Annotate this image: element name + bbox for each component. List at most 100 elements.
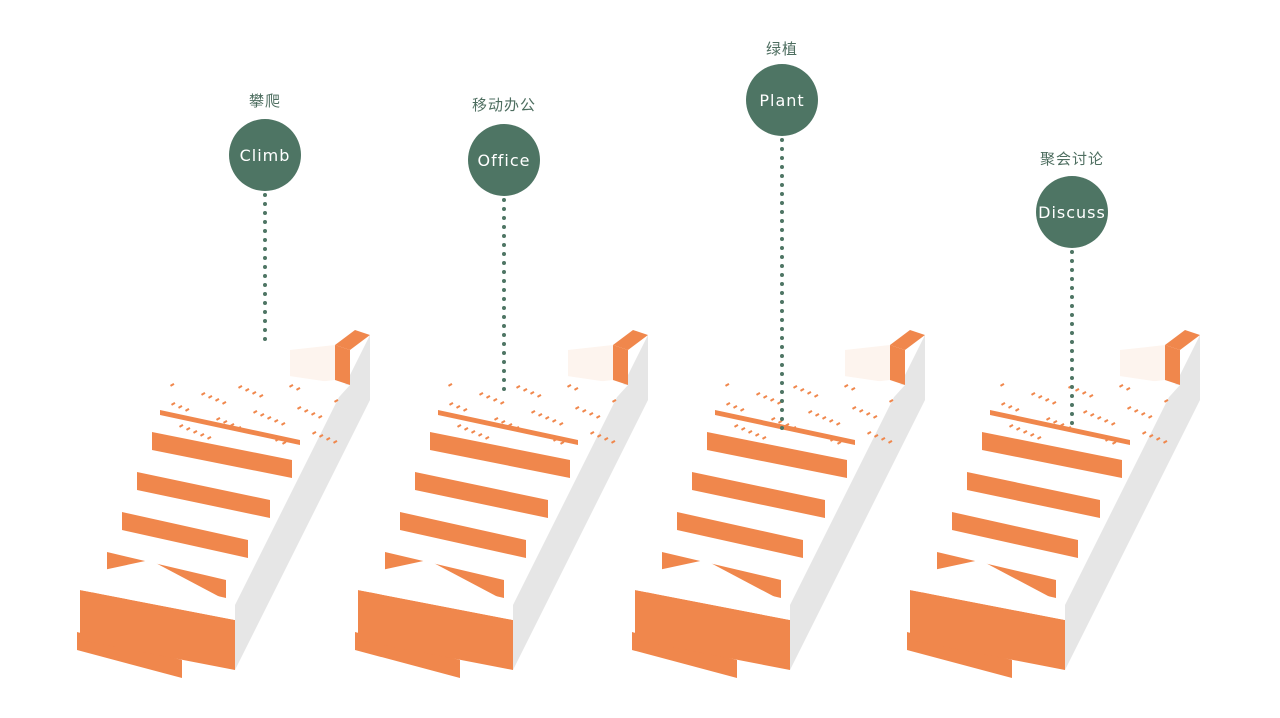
speckle	[1000, 383, 1005, 387]
top-block-face	[1165, 345, 1180, 385]
step-riser	[982, 432, 1122, 478]
speckle	[733, 405, 738, 409]
speckle	[326, 437, 331, 441]
speckle	[604, 437, 609, 441]
stair-base	[635, 590, 790, 670]
speckle	[252, 410, 258, 414]
speckle	[822, 416, 827, 420]
speckle	[1037, 436, 1042, 440]
stair-base	[358, 590, 513, 670]
speckle	[778, 420, 783, 424]
speckle	[215, 417, 221, 421]
speckle	[238, 385, 243, 389]
speckle	[1052, 400, 1057, 405]
speckle	[582, 409, 587, 413]
stair-base	[910, 590, 1065, 670]
stair-base	[80, 590, 235, 670]
speckle	[771, 417, 776, 421]
speckle	[553, 438, 558, 442]
top-landing	[715, 368, 905, 440]
speckle	[178, 424, 184, 428]
speckle	[494, 417, 499, 421]
speckle	[1008, 404, 1013, 409]
speckle	[859, 409, 864, 413]
top-block	[613, 330, 648, 350]
stair-side	[1065, 335, 1200, 670]
speckle	[725, 383, 730, 387]
step-tread	[937, 538, 1062, 580]
speckle	[1112, 441, 1117, 445]
speckle	[748, 430, 753, 434]
step-tread	[662, 538, 787, 580]
step-tread	[967, 458, 1106, 500]
top-block-seat	[568, 345, 613, 385]
landing-edge	[160, 410, 300, 445]
speckle	[866, 412, 871, 416]
speckle	[1060, 423, 1065, 427]
top-block-seat	[290, 345, 335, 385]
speckle	[538, 413, 543, 417]
label-discuss-cn: 聚会讨论	[1039, 150, 1105, 168]
step-tread	[400, 498, 532, 540]
speckle	[1126, 387, 1131, 391]
speckle	[741, 427, 746, 431]
speckle	[1023, 430, 1028, 434]
speckle	[881, 437, 886, 441]
speckle	[770, 398, 775, 402]
speckle	[888, 440, 893, 444]
stair-side	[513, 335, 648, 670]
top-block	[1165, 330, 1200, 350]
speckle	[1031, 392, 1036, 396]
speckle	[807, 391, 812, 395]
speckle	[192, 430, 198, 434]
speckle	[612, 399, 617, 403]
speckle	[1089, 394, 1094, 398]
speckle	[785, 423, 790, 427]
speckle	[740, 408, 745, 412]
speckle	[889, 399, 894, 403]
speckle	[1134, 409, 1139, 413]
speckle	[851, 387, 856, 391]
speckle	[589, 412, 594, 416]
speckle	[829, 419, 834, 423]
top-landing	[438, 368, 628, 440]
step-riser	[415, 472, 548, 518]
speckle	[837, 441, 842, 445]
speckle	[1082, 391, 1087, 395]
speckle	[1149, 434, 1154, 438]
label-office-cn: 移动办公	[471, 96, 537, 114]
speckle	[244, 388, 250, 392]
speckle	[251, 391, 257, 395]
speckle	[260, 413, 265, 417]
speckle	[1015, 408, 1020, 412]
speckle	[485, 395, 491, 399]
speckle	[734, 424, 739, 428]
speckle	[597, 434, 602, 438]
speckle	[501, 420, 506, 424]
speckle	[830, 438, 835, 442]
speckle	[221, 401, 227, 405]
speckle	[237, 426, 242, 430]
speckle	[184, 408, 190, 412]
speckle	[755, 433, 760, 437]
landing-edge	[438, 410, 578, 445]
speckle	[297, 406, 302, 410]
step-riser	[122, 512, 248, 558]
speckle	[545, 416, 550, 420]
speckle	[171, 402, 176, 406]
speckle	[523, 388, 528, 392]
speckle	[200, 433, 205, 437]
speckle	[515, 426, 520, 430]
base-tread	[635, 560, 790, 620]
speckle	[874, 434, 879, 438]
speckle	[799, 429, 804, 433]
speckle	[522, 429, 527, 433]
speckle	[178, 405, 183, 409]
step-tread	[385, 538, 510, 580]
speckle	[530, 391, 535, 395]
step-riser	[677, 512, 803, 558]
speckle	[1030, 433, 1035, 437]
speckle	[567, 384, 572, 388]
landing-edge	[990, 410, 1130, 445]
